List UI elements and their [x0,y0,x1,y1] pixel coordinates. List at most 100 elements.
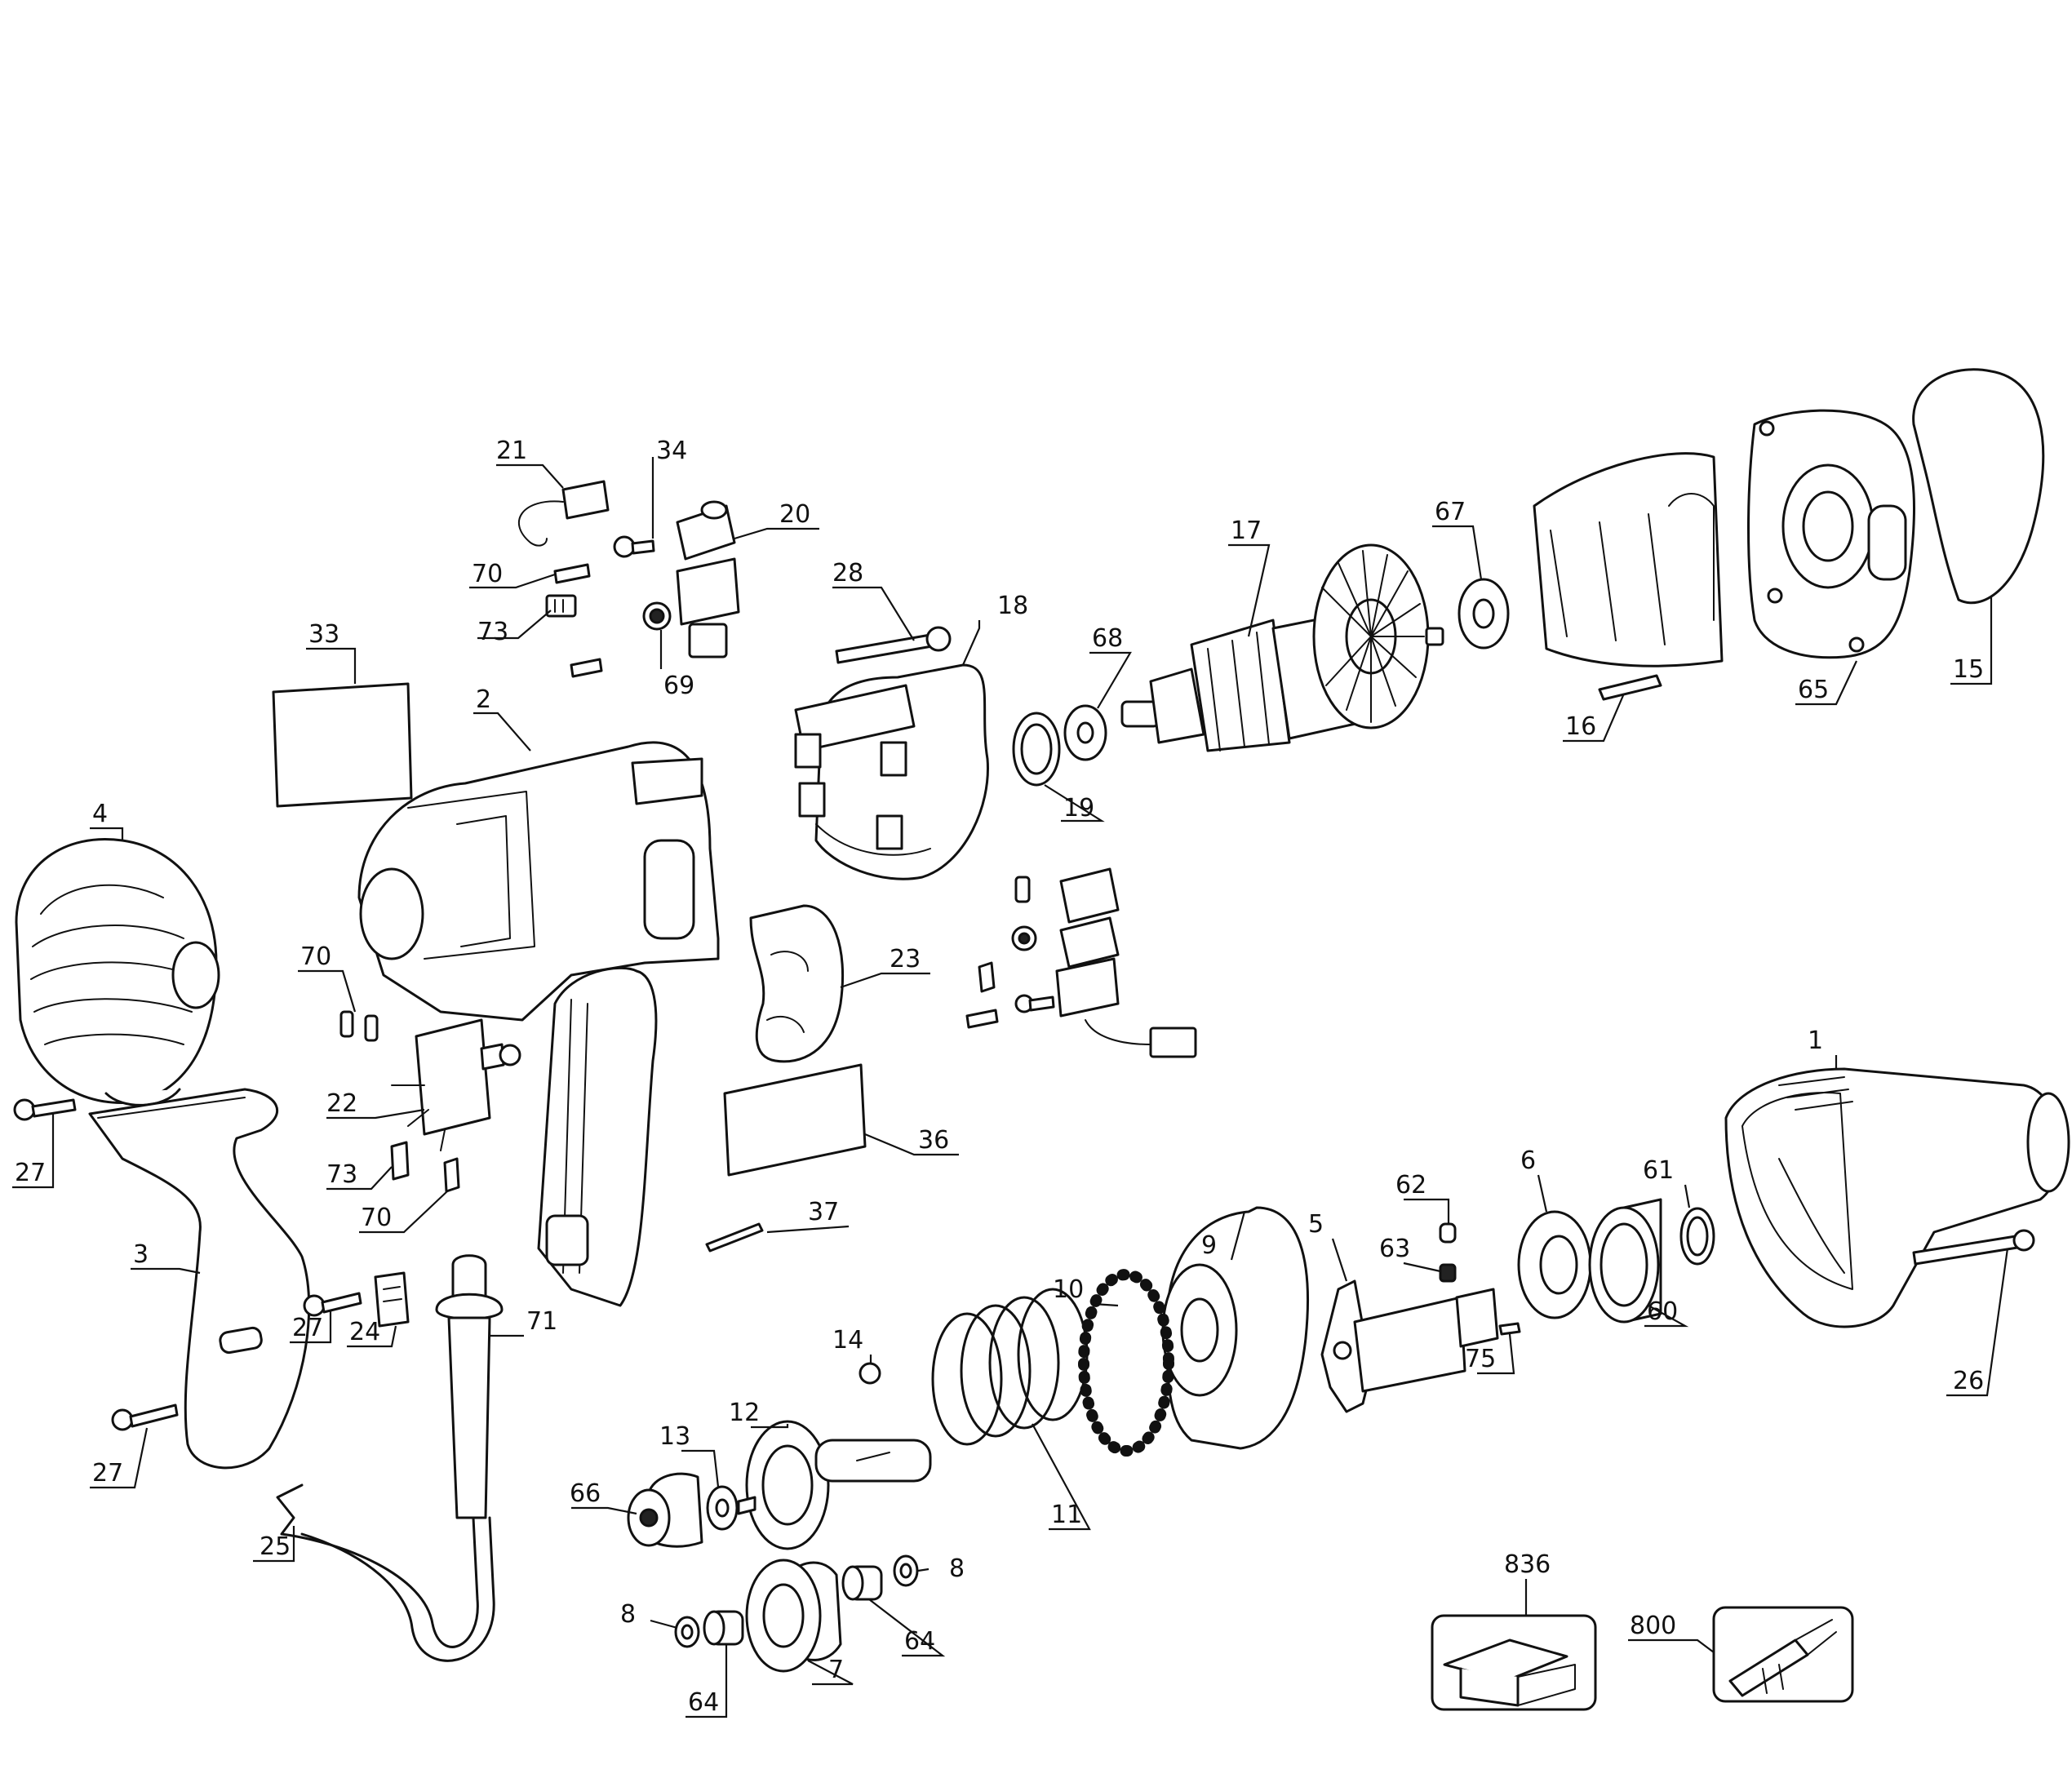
callout-66: 66 [570,1479,601,1508]
part-bushing-66 [627,1472,703,1548]
callout-14: 14 [832,1326,863,1355]
part-bolt-28 [835,626,952,664]
part-oring-61 [1679,1207,1715,1266]
part-ball-14 [859,1362,881,1385]
callout-64-right: 64 [904,1627,935,1656]
callout-18: 18 [997,592,1028,620]
callout-27-mid: 27 [292,1314,323,1342]
callout-37: 37 [808,1198,839,1226]
part-cord-25 [276,1483,495,1662]
part-terminal-70-a [553,563,591,584]
callout-6: 6 [1520,1146,1536,1175]
part-washer-13 [706,1485,739,1531]
callout-800: 800 [1630,1612,1676,1640]
callout-63: 63 [1379,1235,1410,1263]
callout-60: 60 [1647,1297,1678,1326]
callout-71: 71 [526,1307,557,1336]
callout-1: 1 [1808,1027,1823,1055]
part-spring-69 [642,601,672,631]
part-washer-68 [1063,704,1107,761]
part-spring-11 [931,1288,1089,1446]
callout-28: 28 [832,559,863,588]
part-screw-27-mid [303,1292,362,1317]
callout-12: 12 [729,1399,760,1427]
callout-70-top: 70 [472,560,503,588]
part-hammer-9 [1161,1206,1309,1450]
part-screw-26 [1912,1229,2035,1266]
part-balls-10 [1078,1269,1174,1457]
part-bearing-19 [1012,712,1061,787]
part-terminal-73-a [545,594,577,618]
callout-7: 7 [828,1656,844,1684]
callout-9: 9 [1201,1231,1217,1260]
callout-34: 34 [656,437,687,465]
callout-62: 62 [1395,1171,1426,1199]
part-screw-27-low [111,1403,179,1431]
callout-70-mid: 70 [300,942,331,971]
callout-20: 20 [779,500,810,529]
part-field-18 [794,663,989,880]
callout-69: 69 [663,672,694,700]
part-pin-62 [1439,1222,1457,1244]
part-brush-assembly-lower [965,867,1197,1058]
callout-61: 61 [1643,1156,1674,1185]
callout-36: 36 [918,1126,949,1155]
part-switch-22 [391,1018,521,1151]
part-bushing-64-left [703,1610,744,1646]
part-bushing-64-right [841,1565,883,1601]
callout-11: 11 [1051,1501,1082,1529]
part-kit-box-836 [1431,1614,1597,1711]
part-housing [357,741,720,1307]
part-cover-23 [749,904,845,1063]
callout-68: 68 [1092,624,1123,653]
callout-27-left: 27 [15,1159,46,1187]
part-anvil-5 [1320,1279,1499,1413]
part-gear-case-1 [1724,1067,2070,1328]
part-pin-37 [705,1222,764,1253]
part-handle [88,1088,311,1470]
part-screw-34 [613,535,655,558]
part-brush-21 [517,480,610,547]
callout-17: 17 [1231,517,1262,545]
callout-22: 22 [326,1089,357,1118]
callout-2: 2 [476,685,491,714]
part-bearing-plate-65 [1747,409,1916,659]
callout-numbers: 21 34 20 70 73 69 33 2 28 18 17 68 67 19… [15,437,1984,1717]
callout-4: 4 [92,800,108,828]
part-cam-shaft-12 [737,1420,932,1550]
callout-8-right: 8 [949,1554,965,1583]
part-brush-holder-20 [676,500,740,658]
callout-75: 75 [1465,1345,1496,1373]
part-gasket-15 [1912,368,2045,605]
part-label-33 [272,682,413,808]
callout-25: 25 [260,1532,291,1561]
callout-8-left: 8 [620,1600,636,1629]
part-terminal-70-c [443,1157,460,1193]
part-gear-7 [745,1559,842,1673]
part-bearing-60 [1588,1198,1662,1324]
callout-64-left: 64 [688,1688,719,1717]
callout-3: 3 [133,1240,149,1269]
part-end-cap [15,838,220,1106]
callout-836: 836 [1504,1550,1551,1579]
part-terminal-70-b [339,1010,379,1042]
callout-67: 67 [1435,498,1466,526]
callout-15: 15 [1953,655,1984,684]
part-washer-8-left [674,1616,700,1648]
part-accessory-800 [1712,1606,1854,1703]
part-cord-protector-71 [435,1254,504,1519]
part-label-36 [723,1063,867,1177]
part-washer-8-right [893,1554,919,1587]
part-washer-67 [1457,578,1510,650]
callout-23: 23 [890,945,921,973]
callout-70-low: 70 [361,1204,392,1232]
callout-26: 26 [1953,1367,1984,1395]
callout-10: 10 [1053,1275,1084,1304]
callout-27-low: 27 [92,1459,123,1488]
part-pin-75 [1498,1322,1521,1336]
part-terminal-loose [570,658,603,678]
callout-16: 16 [1565,712,1596,741]
leader-lines [12,457,2009,1718]
part-plate-24 [374,1271,410,1328]
